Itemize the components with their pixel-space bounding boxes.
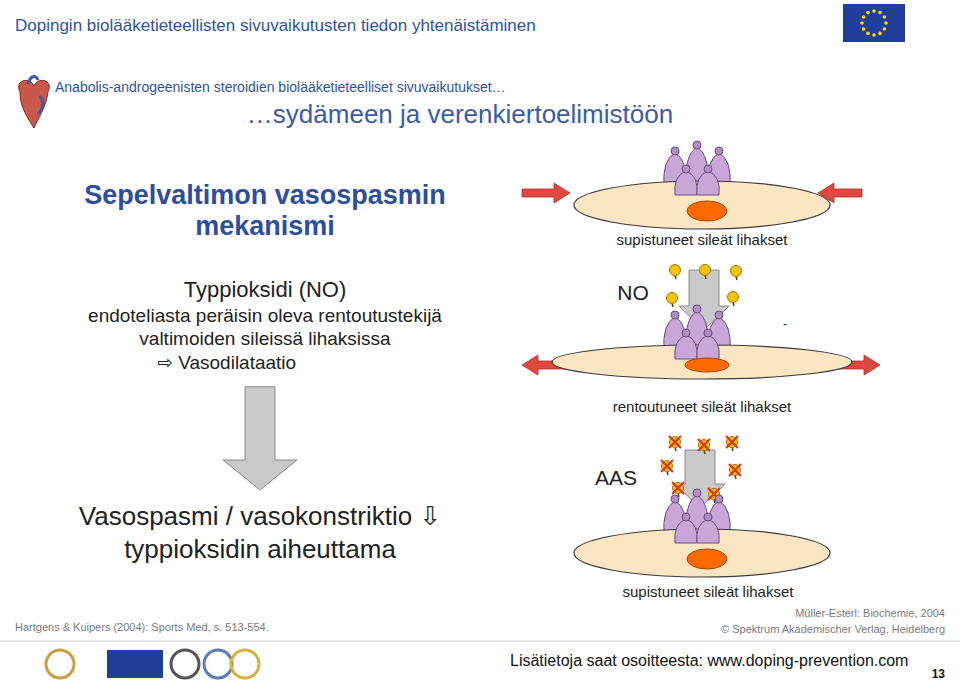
image-credit: Müller-Esterl: Biochemie, 2004 [795, 607, 945, 620]
reference: Hartgens & Kuipers (2004): Sports Med, s… [15, 621, 269, 634]
slide-title: Sepelvaltimon vasospasmin mekanismi [65, 180, 465, 242]
node-heading: Typpioksidi (NO) [45, 276, 485, 304]
relaxed-muscle-cell [552, 305, 852, 379]
molecule-label: NO [617, 281, 649, 305]
effect-text-block: Vasospasmi / vasokonstriktio ⇩ typpioksi… [60, 500, 460, 565]
cause-text-block: Typpioksidi (NO)endoteliasta peräisin ol… [45, 276, 485, 375]
blocked-no-molecule [669, 436, 681, 451]
blocked-no-molecule [729, 464, 741, 479]
no-molecule [667, 293, 678, 308]
no-molecule [728, 292, 739, 307]
node-heading: Vasospasmi / vasokonstriktio ⇩ typpioksi… [60, 500, 460, 565]
panel-caption: supistuneet sileät lihakset [617, 231, 788, 248]
force-arrow [522, 183, 570, 203]
no-molecule [670, 265, 681, 280]
node-body: ⇨ Vasodilataatio [45, 351, 485, 375]
blocked-no-molecule [698, 439, 710, 454]
partner-logos [46, 650, 259, 678]
copyright: © Spektrum Akademischer Verlag, Heidelbe… [721, 623, 945, 636]
drug-label: AAS [595, 466, 637, 490]
contracted-muscle-cell [574, 489, 830, 577]
block-arrow [223, 387, 297, 490]
no-molecule [700, 265, 711, 280]
stray-mark: - [783, 318, 787, 332]
contracted-muscle-cell [574, 141, 830, 229]
panel-caption: supistuneet sileät lihakset [623, 583, 794, 600]
blocked-no-molecule [661, 460, 673, 475]
blocked-no-molecule [726, 436, 738, 451]
section-heading: Anabolis-androgeenisten steroidien biolä… [55, 79, 506, 95]
section-subheading: …sydämeen ja verenkiertoelimistöön [247, 100, 673, 130]
footer-link: Lisätietoja saat osoitteesta: www.doping… [510, 652, 908, 670]
node-body: endoteliasta peräisin oleva rentoutustek… [45, 304, 485, 352]
eu-flag [843, 4, 905, 42]
heart-icon [19, 77, 50, 128]
panel-caption: rentoutuneet sileät lihakset [613, 398, 791, 415]
footer-rule [0, 641, 960, 642]
no-molecule [731, 266, 742, 281]
slide-header: Dopingin biolääketieteellisten sivuvaiku… [15, 16, 536, 36]
page-number: 13 [932, 668, 945, 682]
